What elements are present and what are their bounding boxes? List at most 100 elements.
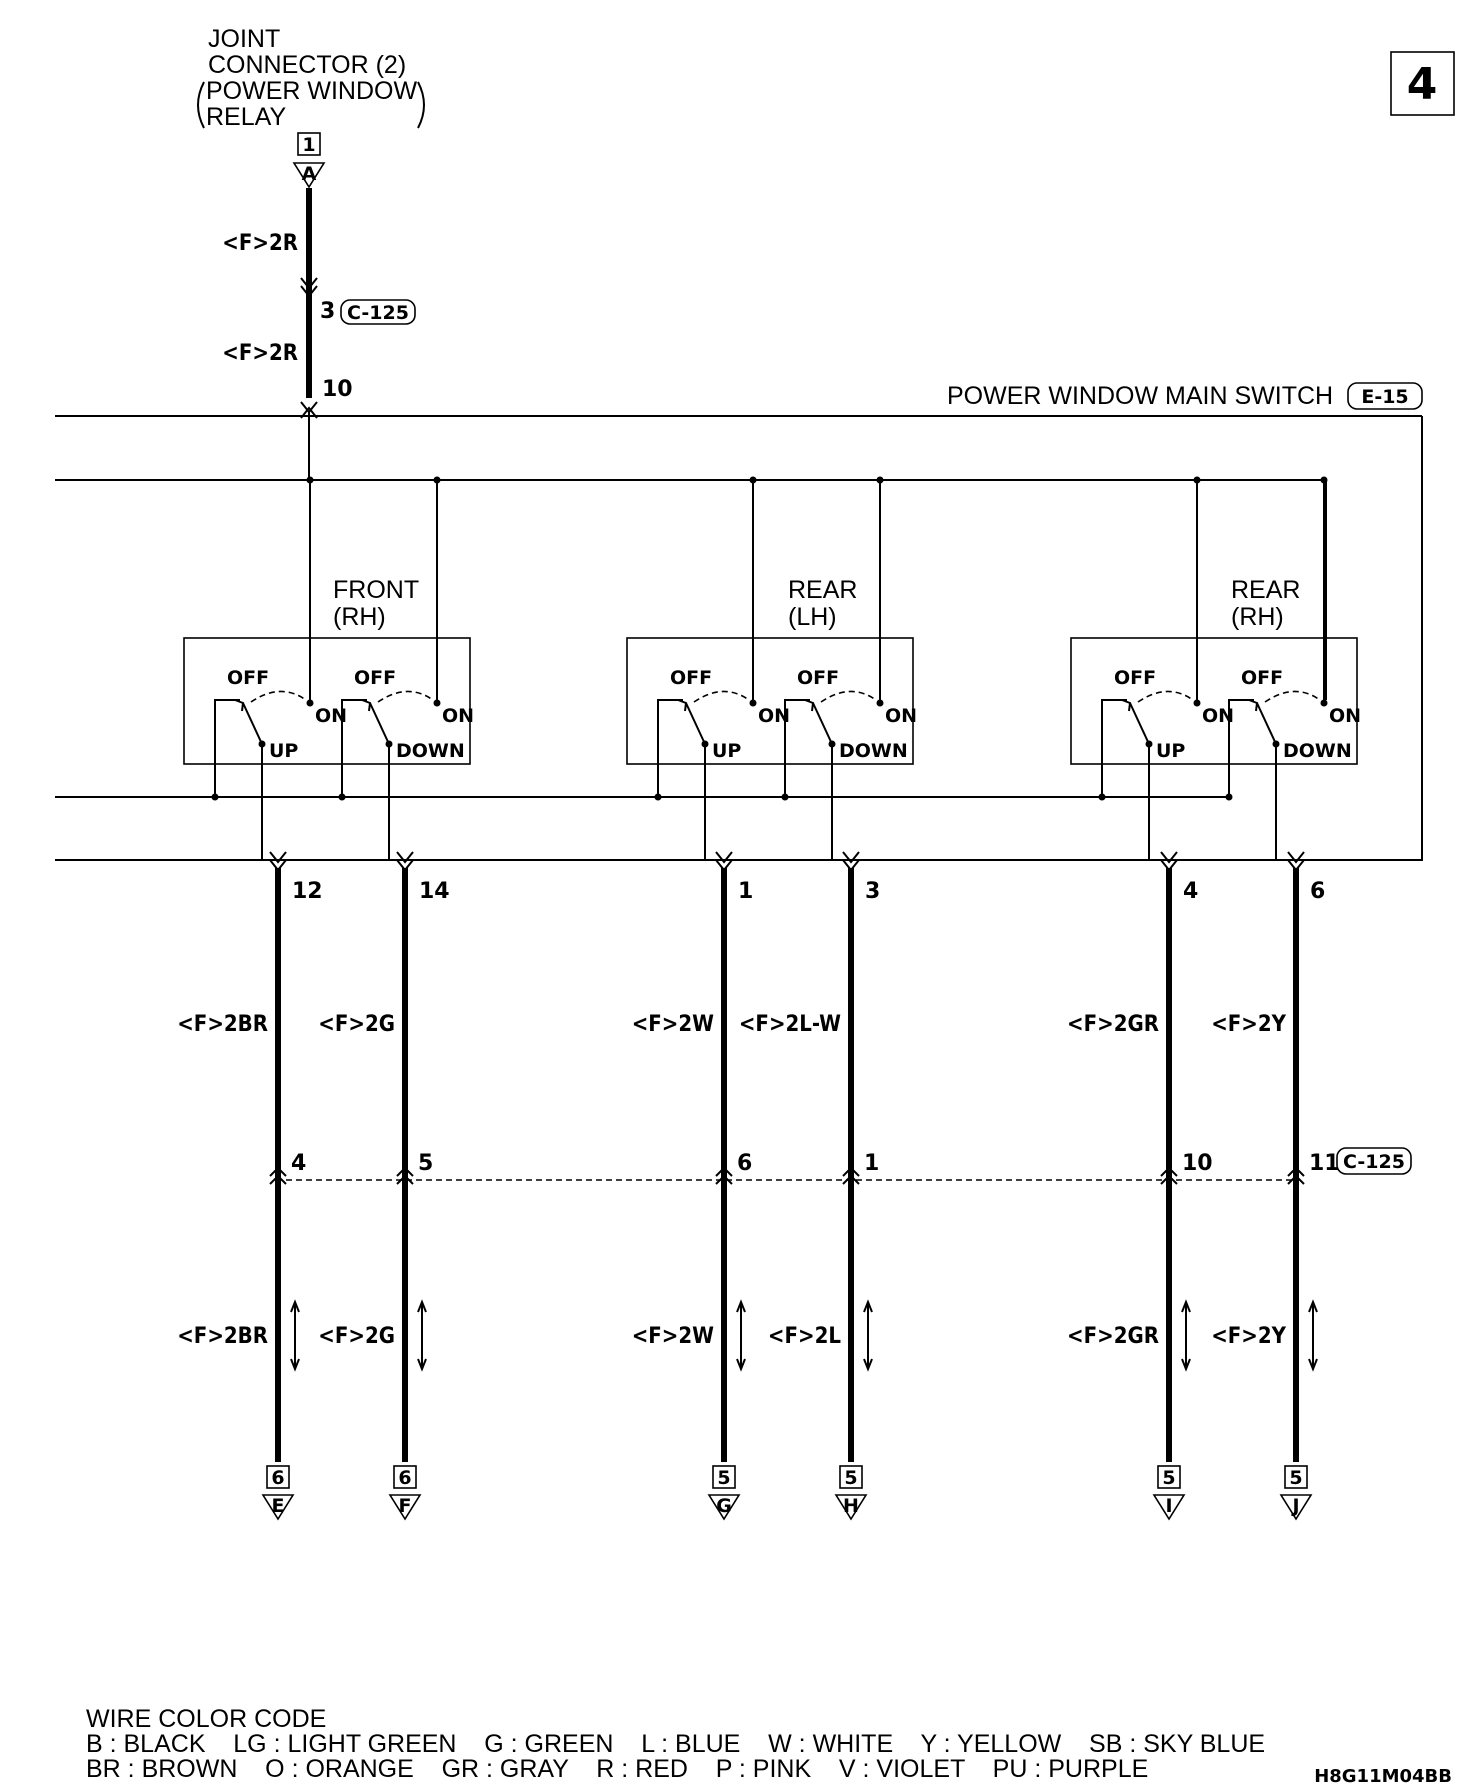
switch-down-label: DOWN bbox=[396, 740, 465, 762]
junction-dot bbox=[1225, 793, 1233, 801]
switch-on-label: ON bbox=[315, 705, 347, 727]
top-ref-triangle bbox=[292, 162, 326, 189]
switch-blade bbox=[1256, 702, 1277, 745]
ref-triangle bbox=[261, 1494, 295, 1521]
switch-up-label: UP bbox=[269, 740, 298, 762]
joint-connector-label: JOINT CONNECTOR (2) POWER WINDOW RELAY bbox=[197, 25, 425, 131]
c125-top-arrow bbox=[300, 277, 318, 298]
top-wire-pin-e15: 10 bbox=[322, 377, 353, 402]
switch-blade bbox=[369, 702, 390, 745]
switch-off-return bbox=[1228, 699, 1254, 797]
switch-off-label: OFF bbox=[1114, 667, 1156, 689]
switch-off-return bbox=[341, 699, 367, 797]
switch-blade-arrow bbox=[361, 699, 372, 712]
ref-letter: E bbox=[272, 1495, 285, 1517]
on-contact bbox=[1320, 699, 1328, 707]
switch-off-return bbox=[784, 699, 810, 797]
junction-dot bbox=[1320, 476, 1328, 484]
junction-dot bbox=[211, 793, 219, 801]
wires-layer: 12<F>2BR4<F>2BR6E14<F>2G5<F>2G6F1<F>2W6<… bbox=[177, 851, 1340, 1521]
switch-off-label: OFF bbox=[797, 667, 839, 689]
on-contact bbox=[749, 699, 757, 707]
bidirectional-arrow bbox=[1181, 1299, 1191, 1372]
wire-color-top: <F>2BR bbox=[177, 1012, 268, 1037]
switch-group-side: (RH) bbox=[333, 603, 386, 631]
legend-row1: B : BLACK LG : LIGHT GREEN G : GREEN L :… bbox=[86, 1730, 1265, 1758]
junction-dot bbox=[306, 476, 314, 484]
switch-group-side: (RH) bbox=[1231, 603, 1284, 631]
switch-blade-arrow bbox=[677, 699, 688, 712]
on-contact bbox=[306, 699, 314, 707]
switch-throw-arc bbox=[377, 690, 434, 703]
top-ref-letter: A bbox=[302, 163, 317, 185]
bidirectional-arrow bbox=[417, 1299, 427, 1372]
switch-off-return bbox=[214, 699, 240, 797]
switch-on-label: ON bbox=[1202, 705, 1234, 727]
joint-connector-line3: POWER WINDOW bbox=[206, 77, 417, 105]
switch-on-label: ON bbox=[1329, 705, 1361, 727]
e15-label: E-15 bbox=[1361, 386, 1408, 408]
ref-triangle bbox=[834, 1494, 868, 1521]
junction-dot bbox=[433, 476, 441, 484]
switch-up-label: UP bbox=[1156, 740, 1185, 762]
legend-row2: BR : BROWN O : ORANGE GR : GRAY R : RED … bbox=[86, 1755, 1148, 1783]
ref-box bbox=[1284, 1465, 1308, 1489]
junction-dot bbox=[1193, 476, 1201, 484]
ref-number: 5 bbox=[1289, 1467, 1302, 1489]
switch-up-label: UP bbox=[712, 740, 741, 762]
bidirectional-arrow bbox=[736, 1299, 746, 1372]
switch-down-label: DOWN bbox=[1283, 740, 1352, 762]
switch-throw-arc bbox=[250, 690, 307, 703]
joint-connector-line1: JOINT bbox=[208, 25, 280, 53]
switch-group-side: (LH) bbox=[788, 603, 837, 631]
switch-groups-layer: FRONT(RH)OFFONUPOFFONDOWNREAR(LH)OFFONUP… bbox=[183, 476, 1361, 860]
wire-color-bottom: <F>2G bbox=[318, 1324, 395, 1349]
ref-triangle bbox=[707, 1494, 741, 1521]
wire-pin-top: 4 bbox=[1183, 879, 1198, 904]
c125-pin-mark bbox=[1287, 1166, 1305, 1185]
switch-group-box bbox=[626, 637, 914, 765]
bidirectional-arrow bbox=[1308, 1299, 1318, 1372]
wire-color-legend: WIRE COLOR CODE B : BLACK LG : LIGHT GRE… bbox=[86, 1705, 1265, 1783]
switch-on-label: ON bbox=[885, 705, 917, 727]
c125-pin-mark bbox=[396, 1166, 414, 1185]
c125-top-label: C-125 bbox=[347, 302, 409, 324]
switch-blade-arrow bbox=[1121, 699, 1132, 712]
switch-throw-arc bbox=[1137, 690, 1194, 703]
c125-pin-mark bbox=[269, 1166, 287, 1185]
ref-number: 6 bbox=[271, 1467, 284, 1489]
switch-on-label: ON bbox=[442, 705, 474, 727]
c125-bottom-label: C-125 bbox=[1343, 1151, 1405, 1173]
switch-blade bbox=[242, 702, 263, 745]
switch-blade bbox=[685, 702, 706, 745]
ref-box bbox=[1157, 1465, 1181, 1489]
wire-color-top: <F>2Y bbox=[1211, 1012, 1286, 1037]
wire-color-bottom: <F>2BR bbox=[177, 1324, 268, 1349]
switch-group-name: REAR bbox=[1231, 576, 1300, 604]
switch-throw-arc bbox=[693, 690, 750, 703]
wire-pin-mid: 5 bbox=[418, 1151, 433, 1176]
page-number: 4 bbox=[1407, 59, 1438, 110]
junction-dot bbox=[338, 793, 346, 801]
wire-pin-top: 12 bbox=[292, 879, 323, 904]
on-contact bbox=[876, 699, 884, 707]
ref-box bbox=[393, 1465, 417, 1489]
wire-color-bottom: <F>2Y bbox=[1211, 1324, 1286, 1349]
wire-color-bottom: <F>2GR bbox=[1067, 1324, 1159, 1349]
switch-blade-arrow bbox=[234, 699, 245, 712]
ref-box bbox=[839, 1465, 863, 1489]
switch-off-return bbox=[657, 699, 683, 797]
junction-dot bbox=[876, 476, 884, 484]
wire-pin-top: 3 bbox=[865, 879, 880, 904]
switch-down-label: DOWN bbox=[839, 740, 908, 762]
junction-dot bbox=[654, 793, 662, 801]
top-ref-number: 1 bbox=[302, 134, 315, 156]
switch-throw-arc bbox=[1264, 690, 1321, 703]
main-switch-label: POWER WINDOW MAIN SWITCH bbox=[947, 382, 1333, 410]
wire-pin-top: 14 bbox=[419, 879, 450, 904]
ref-letter: J bbox=[1290, 1495, 1299, 1517]
wire-pin-mid: 4 bbox=[291, 1151, 306, 1176]
c125-pin-mark bbox=[715, 1166, 733, 1185]
c125-pin-mark bbox=[842, 1166, 860, 1185]
